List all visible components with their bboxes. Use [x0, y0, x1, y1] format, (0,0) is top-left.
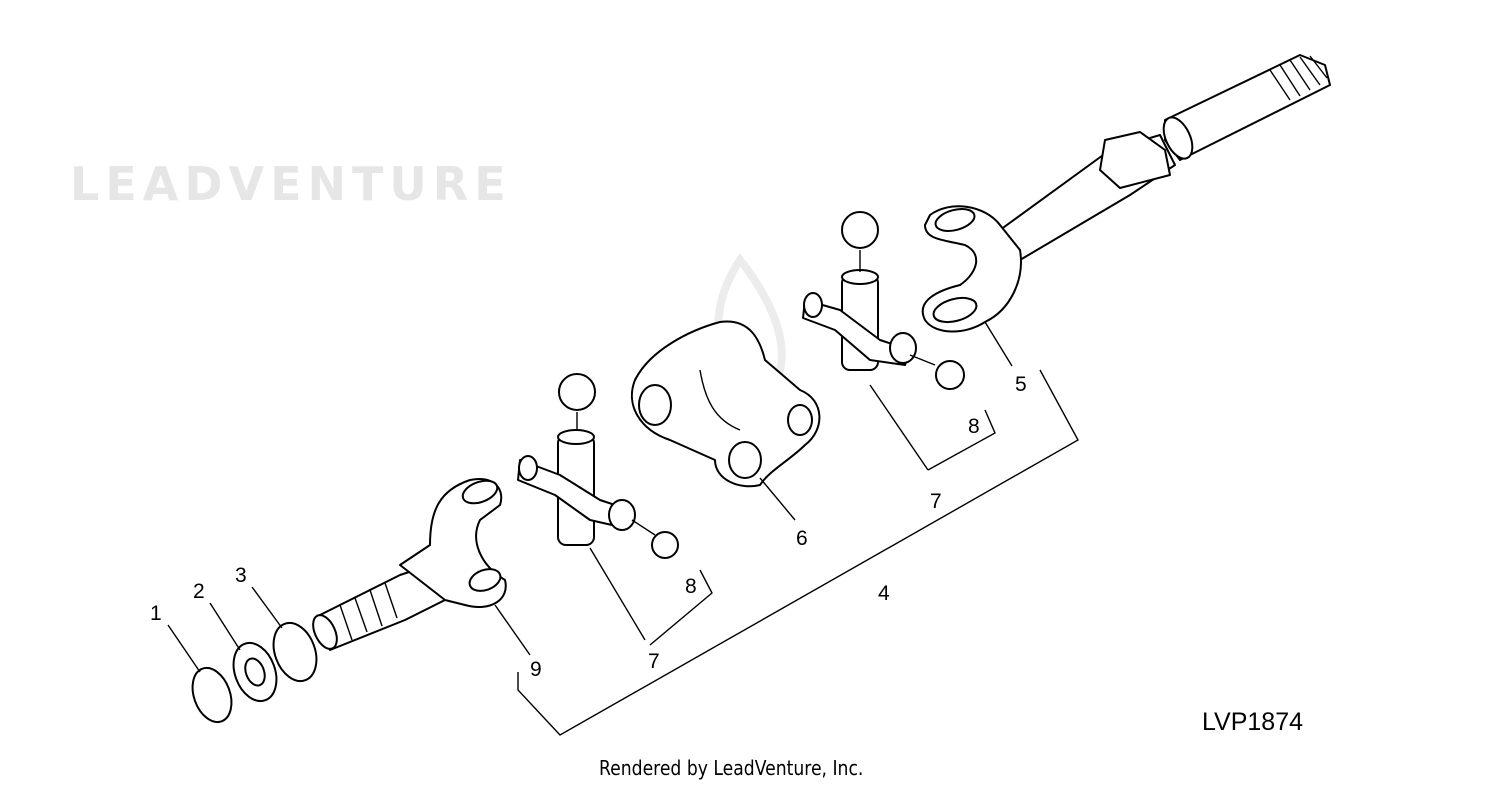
callout-3[interactable]: 3 — [235, 564, 247, 587]
callout-8-lower[interactable]: 8 — [685, 575, 697, 598]
part-snap-ring-8-upper[interactable] — [935, 360, 965, 390]
credit-text: Rendered by LeadVenture, Inc. — [599, 756, 864, 780]
part-outer-axle-shaft[interactable] — [999, 54, 1331, 261]
callout-7-upper[interactable]: 7 — [930, 490, 942, 513]
callout-9[interactable]: 9 — [530, 658, 542, 681]
callout-2[interactable]: 2 — [193, 580, 205, 603]
part-universal-joint-cross-lower[interactable] — [517, 429, 636, 546]
part-thrust-washer-3[interactable] — [266, 617, 324, 687]
part-inner-axle-shaft-9[interactable] — [308, 476, 507, 652]
callout-4[interactable]: 4 — [878, 582, 890, 605]
part-snap-ring-lower[interactable] — [558, 373, 596, 411]
callout-8-upper[interactable]: 8 — [968, 415, 980, 438]
figure-id: LVP1874 — [1202, 708, 1304, 736]
part-snap-ring-upper[interactable] — [841, 211, 879, 249]
callout-1[interactable]: 1 — [150, 602, 162, 625]
part-snap-ring-1[interactable] — [186, 663, 239, 728]
part-snap-ring-8-lower[interactable] — [651, 531, 679, 559]
callout-5[interactable]: 5 — [1015, 373, 1027, 396]
part-yoke-5[interactable] — [921, 205, 1022, 333]
leader-lines — [167, 321, 1079, 736]
part-double-yoke-6[interactable] — [630, 320, 821, 488]
callout-6[interactable]: 6 — [796, 527, 808, 550]
part-universal-joint-cross-upper[interactable] — [802, 269, 917, 371]
callout-7-lower[interactable]: 7 — [648, 650, 660, 673]
watermark: LEADVENTURE — [70, 157, 512, 211]
